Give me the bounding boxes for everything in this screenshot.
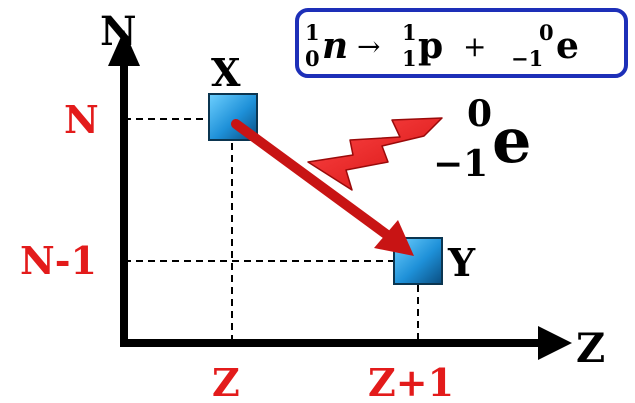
eq-electron-symbol: e <box>556 25 579 67</box>
eq-plus-sign: + <box>463 30 486 63</box>
x-axis-arrowhead <box>538 326 572 360</box>
decay-equation: 1 0 n → 1 1 p + 0 −1 e <box>305 20 579 71</box>
eq-reaction-arrow: → <box>357 30 380 63</box>
eq-proton-symbol: p <box>418 25 443 67</box>
lightning-bolt-icon <box>307 117 443 191</box>
tick-label-n-minus-1: N-1 <box>20 238 97 283</box>
x-axis-label: Z <box>576 325 605 372</box>
eq-neutron-symbol: n <box>322 25 348 67</box>
transition-arrow-shaft <box>231 119 395 242</box>
tick-label-z-plus-1: Z+1 <box>368 360 454 403</box>
transition-arrowhead <box>374 220 414 256</box>
equation-box <box>295 8 628 78</box>
eq-neutron-mass: 1 <box>305 20 320 45</box>
eq-electron-mass: 0 <box>539 20 554 45</box>
tick-label-n: N <box>64 97 99 142</box>
eq-proton-mass: 1 <box>402 20 417 45</box>
tick-labels: N N-1 Z Z+1 <box>20 97 454 403</box>
daughter-nucleus-label: Y <box>447 240 476 285</box>
emitted-electron-symbol: 0 −1 e <box>433 93 531 185</box>
parent-nucleus-label: X <box>211 50 241 95</box>
eq-proton-charge: 1 <box>402 46 417 71</box>
tick-label-z: Z <box>212 360 240 403</box>
y-axis-label: N <box>100 8 137 55</box>
eq-electron-charge: −1 <box>511 46 543 71</box>
axes: N Z <box>100 8 605 372</box>
eq-neutron-charge: 0 <box>305 46 320 71</box>
transition-arrow <box>231 119 414 256</box>
emitted-charge-number: −1 <box>433 143 488 185</box>
emitted-mass-number: 0 <box>467 93 492 135</box>
emitted-particle-letter: e <box>492 104 531 177</box>
y-axis-arrowhead <box>108 30 140 66</box>
